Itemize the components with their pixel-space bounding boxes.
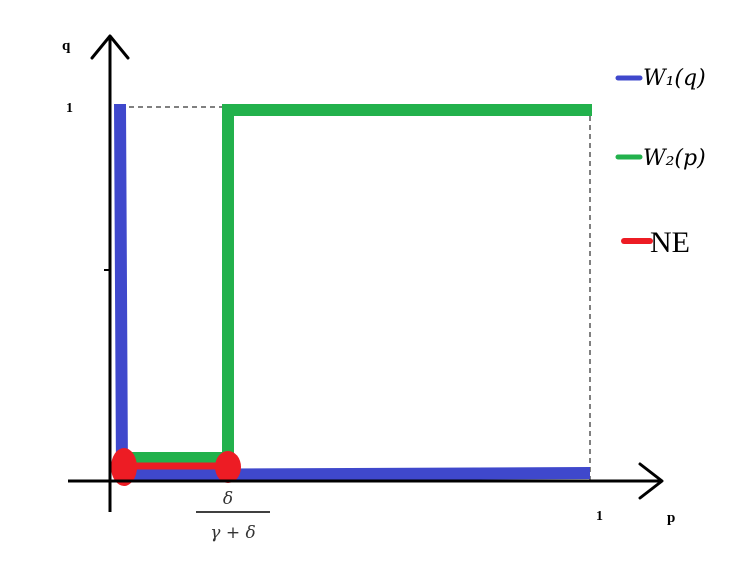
w2-curve (124, 104, 592, 464)
threshold-denominator: γ + δ (210, 523, 255, 543)
x-axis-arrowhead (638, 462, 664, 500)
threshold-fraction: δ γ + δ (196, 489, 270, 543)
ne-segment (111, 448, 241, 486)
legend-item-w2: W₂(p) (615, 146, 706, 171)
x-axis-label: p (667, 510, 675, 526)
x-tick-one: 1 (596, 509, 603, 524)
ne-endpoint-left (111, 448, 137, 486)
legend-label-ne: NE (650, 226, 690, 259)
legend: W₁(q) W₂(p) NE (615, 66, 706, 259)
x-axis (68, 462, 664, 500)
w1-curve (114, 103, 591, 482)
legend-item-w1: W₁(q) (615, 66, 706, 91)
y-tick-one: 1 (66, 101, 73, 116)
ne-endpoint-right (215, 451, 241, 483)
y-axis-arrowhead (90, 34, 130, 60)
legend-label-w2: W₂(p) (643, 146, 706, 171)
y-axis (90, 34, 130, 512)
threshold-numerator: δ (223, 489, 233, 509)
y-axis-label: q (62, 38, 71, 54)
legend-label-w1: W₁(q) (643, 66, 706, 91)
legend-item-ne: NE (621, 226, 690, 259)
